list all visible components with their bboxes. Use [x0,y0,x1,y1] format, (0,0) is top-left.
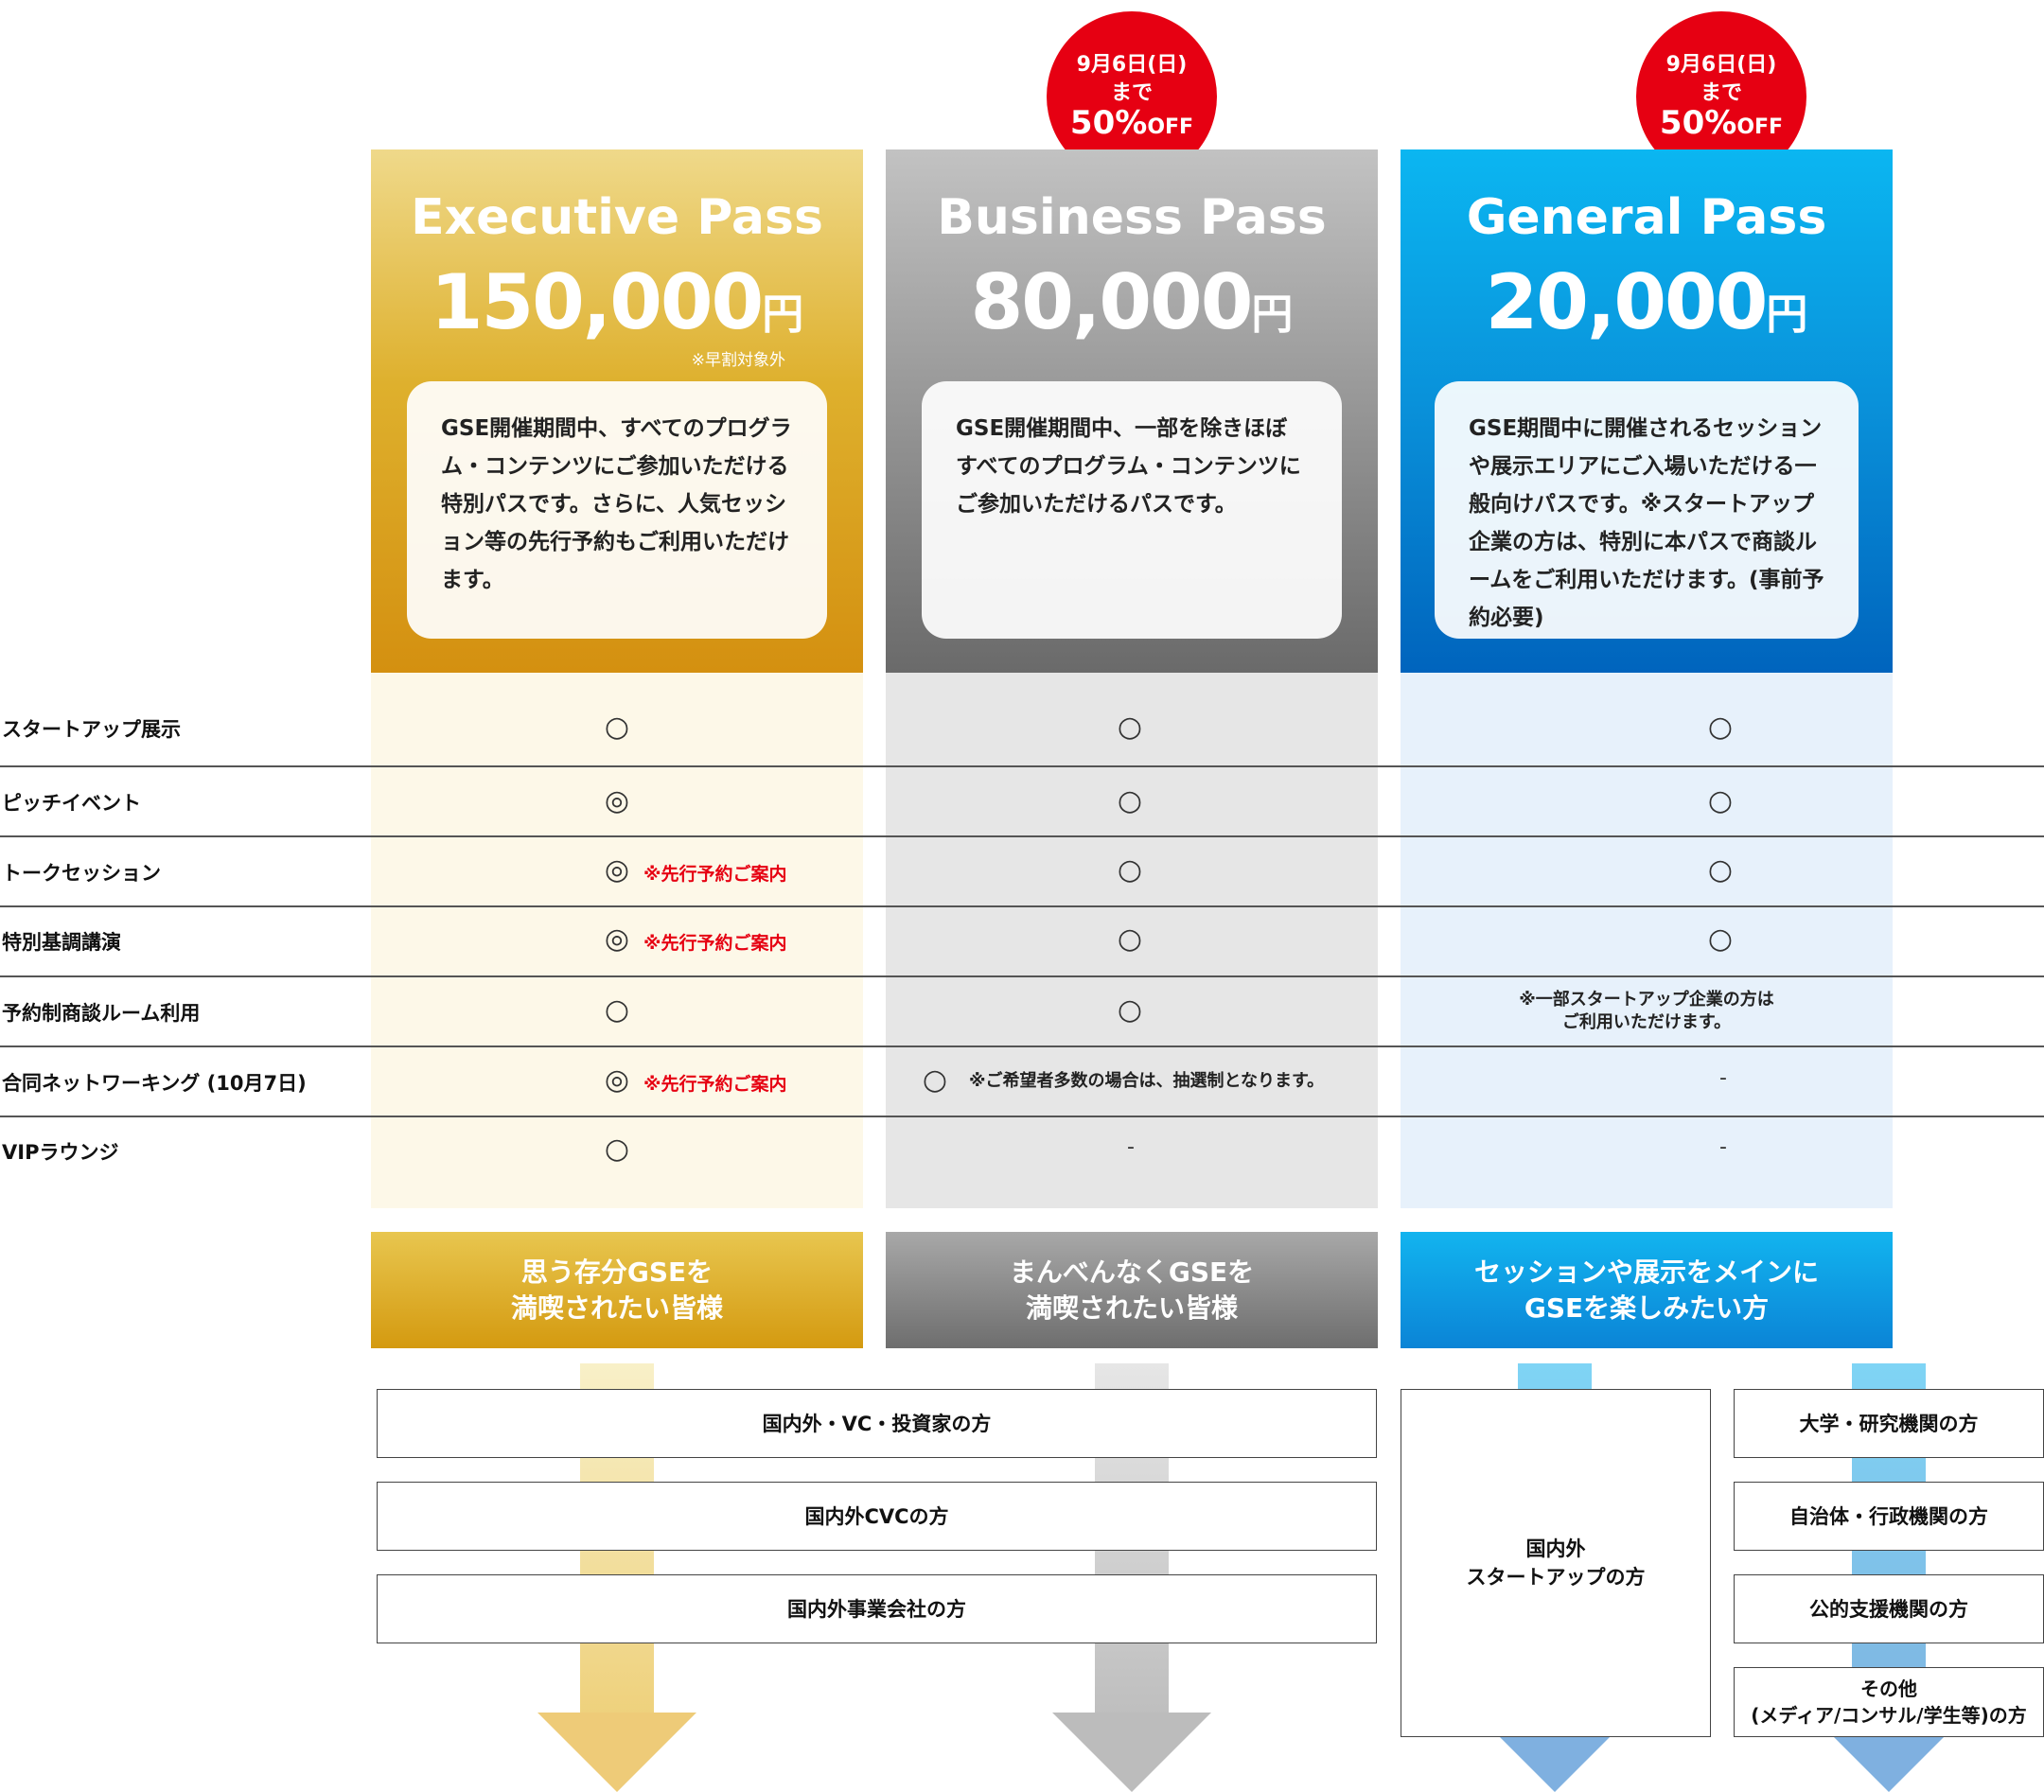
audience-others: その他 (メディア/コンサル/学生等)の方 [1734,1667,2044,1737]
discount-off: OFF [1736,115,1784,139]
lottery-note: ※ご希望者多数の場合は、抽選制となります。 [969,1071,1325,1091]
business-mark: ○ [1117,993,1143,1027]
audience-public-support: 公的支援機関の方 [1734,1574,2044,1643]
audience-startup: 国内外 スタートアップの方 [1401,1389,1711,1737]
row-divider [0,905,2044,907]
executive-pass-card: Executive Pass 150,000円 ※早割対象外 GSE開催期間中、… [371,149,863,673]
feature-label: スタートアップ展示 [2,718,181,741]
executive-mark: ○ [604,711,630,744]
executive-mark: ◎ [604,1063,630,1097]
audience-vc-investor: 国内外・VC・投資家の方 [377,1389,1377,1458]
row-divider [0,835,2044,837]
executive-mark: ○ [604,1133,630,1166]
business-mark: ○ [922,1063,948,1097]
executive-mark: ◎ [604,922,630,956]
feature-label: VIPラウンジ [2,1141,119,1164]
plan-price: 20,000円 [1485,258,1808,346]
executive-mark: ○ [604,993,630,1027]
general-mark: ○ [1707,853,1734,887]
plan-note: ※早割対象外 [691,351,785,370]
executive-target-banner: 思う存分GSEを 満喫されたい皆様 [371,1232,863,1348]
general-pass-card: General Pass 20,000円 GSE期間中に開催されるセッションや展… [1401,149,1893,673]
plan-description: GSE期間中に開催されるセッションや展示エリアにご入場いただける一般向けパスです… [1435,381,1859,639]
audience-business-company: 国内外事業会社の方 [377,1574,1377,1643]
executive-mark: ◎ [604,784,630,817]
row-divider [0,1045,2044,1047]
row-divider [0,975,2044,977]
row-divider [0,765,2044,767]
general-target-banner: セッションや展示をメインに GSEを楽しみたい方 [1401,1232,1893,1348]
feature-label: 特別基調講演 [2,931,121,954]
audience-cvc: 国内外CVCの方 [377,1482,1377,1551]
plan-name: Executive Pass [411,189,823,246]
general-mark: ○ [1707,711,1734,744]
general-feature-column [1401,673,1893,1208]
business-mark: ○ [1117,784,1143,817]
business-arrow-head [1052,1713,1211,1792]
feature-label: 予約制商談ルーム利用 [2,1002,201,1025]
executive-feature-column [371,673,863,1208]
executive-arrow-head [537,1713,696,1792]
business-pass-card: Business Pass 80,000円 GSE開催期間中、一部を除きほぼすべ… [886,149,1378,673]
general-mark: ○ [1707,922,1734,956]
advance-booking-note: ※先行予約ご案内 [643,1074,787,1095]
plan-name: General Pass [1466,189,1827,246]
plan-name: Business Pass [937,189,1327,246]
feature-label: トークセッション [2,862,161,885]
plan-price: 150,000円 [430,258,804,346]
audience-government: 自治体・行政機関の方 [1734,1482,2044,1551]
business-dash: - [1127,1135,1135,1159]
general-dash: - [1719,1066,1727,1090]
plan-description: GSE開催期間中、一部を除きほぼすべてのプログラム・コンテンツにご参加いただける… [922,381,1342,639]
general-mark: ○ [1707,784,1734,817]
feature-label: ピッチイベント [2,792,141,815]
row-divider [0,1116,2044,1117]
discount-off: OFF [1147,115,1194,139]
business-target-banner: まんべんなくGSEを 満喫されたい皆様 [886,1232,1378,1348]
audience-university: 大学・研究機関の方 [1734,1389,2044,1458]
business-feature-column [886,673,1378,1208]
discount-value: 50% [1069,104,1148,142]
general-meeting-room-note: ※一部スタートアップ企業の方は ご利用いただけます。 [1519,990,1774,1032]
business-mark: ○ [1117,922,1143,956]
advance-booking-note: ※先行予約ご案内 [643,864,787,885]
executive-mark: ◎ [604,853,630,887]
discount-value: 50% [1659,104,1737,142]
general-dash: - [1719,1135,1727,1159]
plan-description: GSE開催期間中、すべてのプログラム・コンテンツにご参加いただける特別パスです。… [407,381,827,639]
plan-price: 80,000円 [970,258,1294,346]
business-mark: ○ [1117,711,1143,744]
feature-label: 合同ネットワーキング (10月7日) [2,1072,307,1095]
business-mark: ○ [1117,853,1143,887]
advance-booking-note: ※先行予約ご案内 [643,933,787,954]
